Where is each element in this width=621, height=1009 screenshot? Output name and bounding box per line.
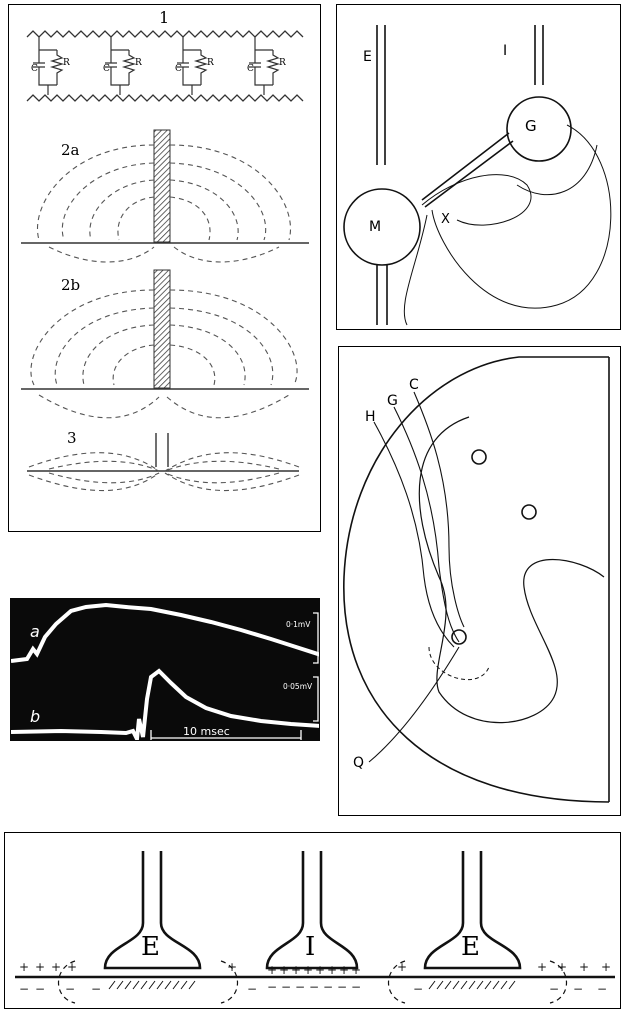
label-G: G bbox=[525, 117, 537, 135]
fiber-H bbox=[374, 422, 454, 647]
fiber-G bbox=[394, 407, 459, 642]
capacitor-label: C bbox=[175, 64, 182, 74]
label-fig-2a: 2a bbox=[61, 141, 80, 159]
time-scale-label: 10 msec bbox=[183, 725, 230, 738]
circuit-zigzag-bottom bbox=[27, 95, 303, 101]
capacitor-label: C bbox=[103, 64, 110, 74]
fiber-C bbox=[414, 392, 464, 627]
capacitor-label: C bbox=[31, 64, 38, 74]
cell-G bbox=[507, 97, 571, 161]
axon-M bbox=[377, 265, 387, 325]
hatching-left bbox=[109, 981, 195, 989]
svg-text:−: − bbox=[323, 980, 333, 994]
figure-panel-synaptic-terminals: ++++ −−−− +− ++++++++ −−−−−−− +− ++++ −−… bbox=[4, 832, 621, 1009]
fiber-E bbox=[377, 25, 385, 165]
label-G: G bbox=[387, 393, 398, 409]
axon-G bbox=[422, 133, 513, 207]
svg-text:+: + bbox=[303, 963, 313, 977]
svg-text:+: + bbox=[397, 960, 407, 974]
svg-text:−: − bbox=[65, 982, 75, 996]
label-fig-1: 1 bbox=[159, 8, 169, 27]
resistor-label: R bbox=[63, 58, 70, 68]
dendrite-3 bbox=[156, 433, 168, 467]
svg-text:−: − bbox=[597, 982, 607, 996]
field-potentials-drawing: 1 C R C R C R C R 2a bbox=[9, 5, 321, 532]
svg-text:+: + bbox=[279, 963, 289, 977]
label-trace-a: a bbox=[30, 622, 40, 641]
svg-text:+: + bbox=[351, 963, 361, 977]
label-fig-3: 3 bbox=[67, 429, 77, 447]
label-X: X bbox=[441, 212, 450, 227]
label-terminal-I: I bbox=[305, 932, 315, 962]
label-E: E bbox=[363, 49, 372, 65]
label-terminal-E-right: E bbox=[461, 932, 480, 962]
field-loop-2 bbox=[432, 125, 611, 308]
field-loop-1 bbox=[422, 175, 531, 226]
svg-text:−: − bbox=[35, 982, 45, 996]
resistor-label: R bbox=[279, 58, 286, 68]
figure-panel-field-potentials: 1 C R C R C R C R 2a bbox=[8, 4, 321, 532]
hatching-right bbox=[429, 981, 515, 989]
dendrite-2a bbox=[154, 130, 170, 242]
svg-text:−: − bbox=[267, 980, 277, 994]
field-loop-3 bbox=[404, 215, 427, 325]
capacitor-label: C bbox=[247, 64, 254, 74]
field-loop-4 bbox=[517, 145, 597, 195]
svg-text:−: − bbox=[337, 980, 347, 994]
label-C: C bbox=[409, 377, 419, 393]
svg-text:+: + bbox=[67, 960, 77, 974]
svg-text:+: + bbox=[339, 963, 349, 977]
cord-section-drawing: C G H Q bbox=[339, 347, 621, 816]
svg-text:+: + bbox=[291, 963, 301, 977]
svg-text:+: + bbox=[267, 963, 277, 977]
neuron-circuit-drawing: E I G M X bbox=[337, 5, 621, 330]
svg-text:−: − bbox=[19, 982, 29, 996]
svg-text:−: − bbox=[295, 980, 305, 994]
figure-panel-oscilloscope: a b 0·1mV 0·05mV 10 msec bbox=[10, 598, 320, 741]
svg-text:+: + bbox=[51, 960, 61, 974]
figure-panel-cord-section: C G H Q bbox=[338, 346, 621, 816]
dendrite-2b bbox=[154, 270, 170, 388]
scale-b-label: 0·05mV bbox=[283, 682, 313, 691]
svg-text:+: + bbox=[327, 963, 337, 977]
svg-text:−: − bbox=[247, 982, 257, 996]
circuit-zigzag-top bbox=[27, 31, 303, 37]
svg-text:+: + bbox=[601, 960, 611, 974]
synaptic-terminals-drawing: ++++ −−−− +− ++++++++ −−−−−−− +− ++++ −−… bbox=[5, 833, 621, 1009]
label-fig-2b: 2b bbox=[61, 276, 80, 294]
scale-a-label: 0·1mV bbox=[286, 620, 311, 629]
oscilloscope-drawing: a b 0·1mV 0·05mV 10 msec bbox=[11, 599, 320, 741]
label-H: H bbox=[365, 409, 376, 425]
grey-matter-outline bbox=[419, 417, 604, 723]
svg-text:−: − bbox=[413, 982, 423, 996]
svg-text:+: + bbox=[315, 963, 325, 977]
resistor-label: R bbox=[135, 58, 142, 68]
label-M: M bbox=[369, 219, 381, 235]
svg-text:+: + bbox=[537, 960, 547, 974]
svg-text:+: + bbox=[227, 960, 237, 974]
svg-text:−: − bbox=[91, 982, 101, 996]
svg-text:−: − bbox=[351, 980, 361, 994]
figure-panel-neuron-circuit: E I G M X bbox=[336, 4, 621, 330]
svg-text:−: − bbox=[573, 982, 583, 996]
neuron-1 bbox=[472, 450, 486, 464]
cord-outline bbox=[344, 357, 609, 802]
svg-text:+: + bbox=[579, 960, 589, 974]
resistor-label: R bbox=[207, 58, 214, 68]
fiber-I bbox=[535, 25, 543, 85]
svg-text:+: + bbox=[19, 960, 29, 974]
label-terminal-E-left: E bbox=[141, 932, 160, 962]
svg-text:+: + bbox=[557, 960, 567, 974]
label-Q: Q bbox=[353, 755, 364, 771]
label-trace-b: b bbox=[30, 707, 40, 726]
svg-text:−: − bbox=[309, 980, 319, 994]
svg-text:−: − bbox=[281, 980, 291, 994]
svg-text:+: + bbox=[35, 960, 45, 974]
neuron-2 bbox=[522, 505, 536, 519]
cell-M bbox=[344, 189, 420, 265]
svg-text:−: − bbox=[549, 982, 559, 996]
label-I: I bbox=[503, 43, 507, 59]
